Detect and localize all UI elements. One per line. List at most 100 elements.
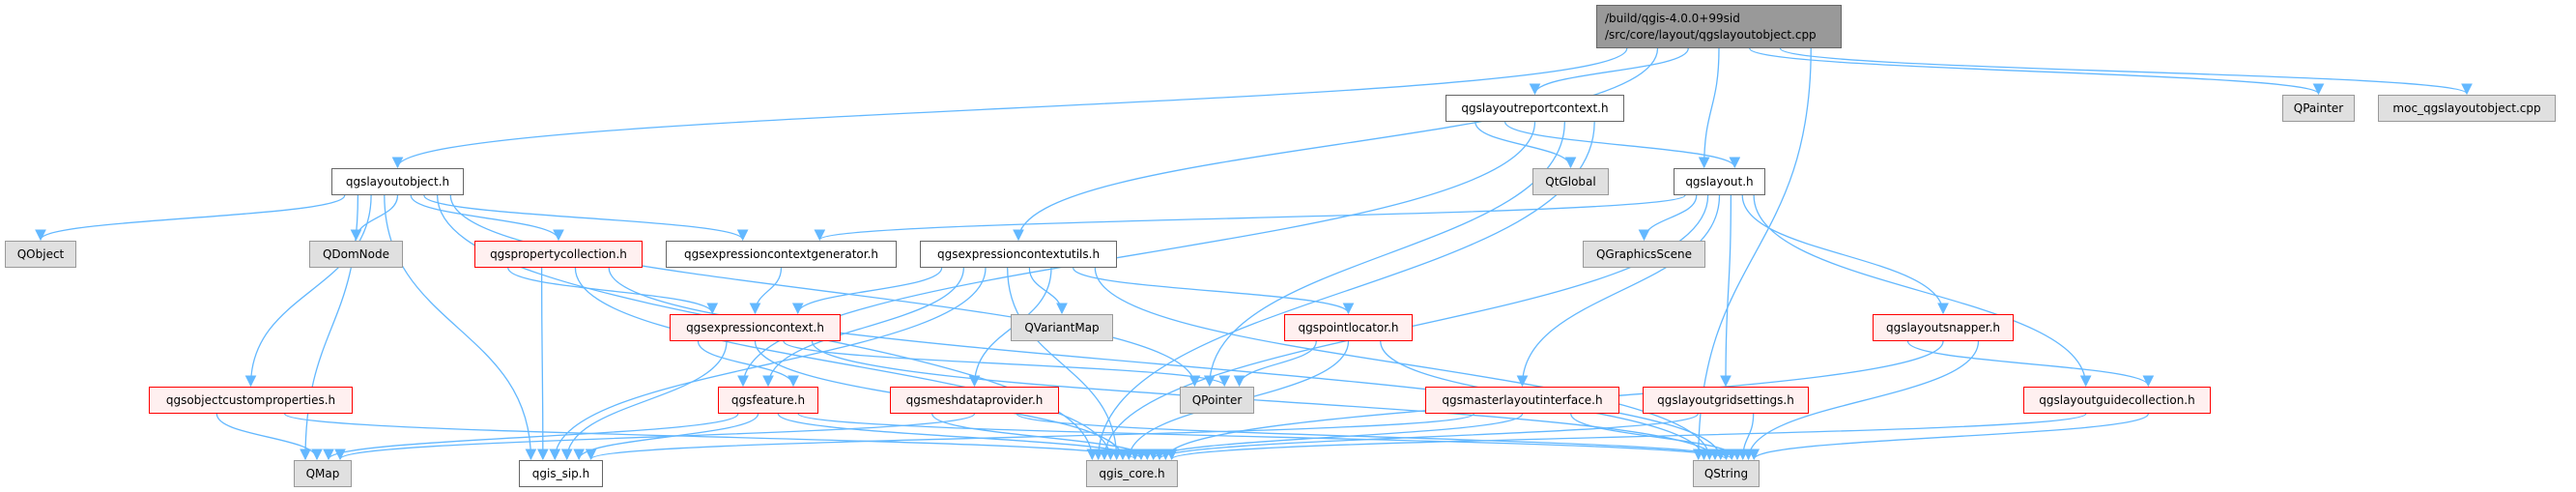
edge-qgslayoutobject_h-to-QObject [35,194,346,242]
node-qgspointlocator-h[interactable]: qgspointlocator.h [1284,314,1413,341]
node-moc-cpp[interactable]: moc_qgslayoutobject.cpp [2378,95,2556,122]
edge-qgslayoutgridsettings_h-to-qgis_core_h [1154,413,1699,461]
edge-qgsexpressioncontextutils_h-to-qgspointlocator_h [1073,267,1355,315]
edge-qgslayoutreportcontext_h-to-QPointer [1203,121,1565,388]
edge-qgslayoutguidecollection_h-to-QString [1748,413,2149,461]
node-label: qgslayoutgridsettings.h [1657,392,1794,407]
node-qgspropertycollection-h[interactable]: qgspropertycollection.h [474,241,643,268]
node-label: qgsfeature.h [730,392,806,407]
node-label: qgsmeshdataprovider.h [905,392,1044,407]
node-label: QPainter [2293,101,2344,115]
edge-qgsexpressioncontext_h-to-qgsfeature_h [697,340,799,388]
node-qtglobal[interactable]: QtGlobal [1532,168,1609,195]
edge-qgslayoutobject_h-to-QPointer [449,194,1201,388]
node-label: qgsobjectcustomproperties.h [165,392,336,407]
root-path-line2: /src/core/layout/qgslayoutobject.cpp [1605,27,1817,42]
edge-qgsfeature_h-to-qgis_core_h [777,413,1147,461]
node-qgsexpressioncontextutils-h[interactable]: qgsexpressioncontextutils.h [920,241,1117,268]
edge-qgsexpressioncontextutils_h-to-qgis_sip_h [549,267,987,461]
edge-qgslayout_h-to-qgsexpressioncontextgenerator_h [814,194,1686,242]
node-label: qgsexpressioncontextgenerator.h [683,246,879,261]
edge-qgslayoutgridsettings_h-to-QString [1736,413,1755,461]
node-qgsexpressioncontext-h[interactable]: qgsexpressioncontext.h [670,314,841,341]
node-label: QString [1703,466,1749,480]
edge-qgslayoutsnapper_h-to-qgslayoutguidecollection_h [1906,340,2155,388]
edge-qgslayout_h-to-QGraphicsScene [1638,194,1698,242]
edge-qgspointlocator_h-to-QPointer [1233,340,1317,388]
node-qgsmeshdataprovider-h[interactable]: qgsmeshdataprovider.h [890,387,1059,414]
edge-qgslayout_h-to-qgslayoutgridsettings_h [1720,194,1732,388]
node-qgsmasterlayoutinterface-h[interactable]: qgsmasterlayoutinterface.h [1425,387,1619,414]
node-label: qgis_sip.h [531,466,590,480]
node-qgslayoutsnapper-h[interactable]: qgslayoutsnapper.h [1873,314,2014,341]
node-label: QGraphicsScene [1595,246,1693,261]
edge-root-to-qgslayout_h [1698,47,1720,169]
edge-qgsexpressioncontextutils_h-to-qgsexpressioncontext_h [791,267,943,315]
node-label: QMap [305,466,340,480]
edge-qgsexpressioncontextutils_h-to-qgsfeature_h [762,267,964,388]
node-qgsfeature-h[interactable]: qgsfeature.h [718,387,818,414]
node-qgraphicsscene[interactable]: QGraphicsScene [1583,241,1705,268]
edge-qgsfeature_h-to-QMap [323,413,739,461]
edge-root-to-qgslayoutobject_h [391,47,1628,169]
node-qdomnode[interactable]: QDomNode [309,241,403,268]
node-qgslayoutgridsettings-h[interactable]: qgslayoutgridsettings.h [1643,387,1809,414]
edge-root-to-qgsexpressioncontextutils_h [1013,47,1659,242]
node-label: moc_qgslayoutobject.cpp [2392,101,2541,115]
node-qgslayoutreportcontext-h[interactable]: qgslayoutreportcontext.h [1445,95,1624,122]
node-label: QDomNode [322,246,390,261]
node-qmap[interactable]: QMap [294,460,352,487]
edge-qgsexpressioncontext_h-to-QString [811,340,1721,461]
edge-qgslayoutreportcontext_h-to-qgslayout_h [1504,121,1741,169]
node-qgis-sip-h[interactable]: qgis_sip.h [519,460,603,487]
node-label: QVariantMap [1024,320,1100,334]
edge-qgslayoutobject_h-to-QDomNode [350,194,399,242]
node-label: qgslayoutsnapper.h [1885,320,2000,334]
edge-qgslayoutobject_h-to-qgsobjectcustomproperties_h [244,194,372,388]
edge-qgspropertycollection_h-to-qgis_sip_h [537,267,549,461]
node-qobject[interactable]: QObject [5,241,76,268]
edge-qgslayoutobject_h-to-QMap [300,194,359,461]
edge-qgslayoutobject_h-to-qgspropertycollection_h [410,194,564,242]
node-label: qgslayout.h [1685,174,1754,188]
node-label: qgis_core.h [1099,466,1165,480]
edge-qgsmeshdataprovider_h-to-QMap [334,413,976,461]
node-label: qgspropertycollection.h [490,246,627,261]
node-label: QObject [16,246,65,261]
edge-root-to-QPainter [1749,47,2325,96]
edge-root-to-moc_cpp [1779,47,2473,96]
node-label: qgsmasterlayoutinterface.h [1442,392,1603,407]
node-qgslayoutguidecollection-h[interactable]: qgslayoutguidecollection.h [2023,387,2211,414]
edge-qgspropertycollection_h-to-qgsexpressioncontext_h [507,267,719,315]
node-label: qgslayoutobject.h [345,174,450,188]
node-label: qgsexpressioncontext.h [686,320,824,334]
node-qgis-core-h[interactable]: qgis_core.h [1086,460,1178,487]
root-file-node[interactable]: /build/qgis-4.0.0+99sid /src/core/layout… [1596,5,1842,48]
edge-qgspropertycollection_h-to-qgis_core_h [574,267,1117,461]
edge-qgsexpressioncontextgenerator_h-to-qgsexpressioncontext_h [749,267,783,315]
node-qgsexpressioncontextgenerator-h[interactable]: qgsexpressioncontextgenerator.h [666,241,897,268]
node-label: qgslayoutreportcontext.h [1461,101,1609,115]
node-label: QtGlobal [1545,174,1596,188]
edge-qgsobjectcustomproperties_h-to-QMap [215,413,323,461]
node-qgslayoutobject-h[interactable]: qgslayoutobject.h [331,168,464,195]
node-qpointer[interactable]: QPointer [1180,387,1254,414]
edge-qgspropertycollection_h-to-QString [608,267,1710,461]
node-qgslayout-h[interactable]: qgslayout.h [1674,168,1765,195]
edge-qgslayout_h-to-qgsmasterlayoutinterface_h [1516,194,1721,388]
edge-root-to-QString [1692,47,1812,461]
root-path-line1: /build/qgis-4.0.0+99sid [1605,11,1740,25]
node-qpainter[interactable]: QPainter [2282,95,2355,122]
edge-qgsobjectcustomproperties_h-to-qgis_core_h [284,413,1141,461]
edge-qgslayoutsnapper_h-to-QString [1742,340,1980,461]
edge-qgsmeshdataprovider_h-to-QString [1016,413,1737,461]
node-qstring[interactable]: QString [1693,460,1760,487]
node-qvariantmap[interactable]: QVariantMap [1011,314,1113,341]
edge-qgsexpressioncontext_h-to-qgis_sip_h [560,340,728,461]
edge-qgslayout_h-to-qgslayoutguidecollection_h [1753,194,2092,388]
edge-qgslayoutobject_h-to-qgis_sip_h [384,194,537,461]
node-qgsobjectcustomproperties-h[interactable]: qgsobjectcustomproperties.h [149,387,353,414]
edge-qgsexpressioncontext_h-to-QPointer [783,340,1230,388]
